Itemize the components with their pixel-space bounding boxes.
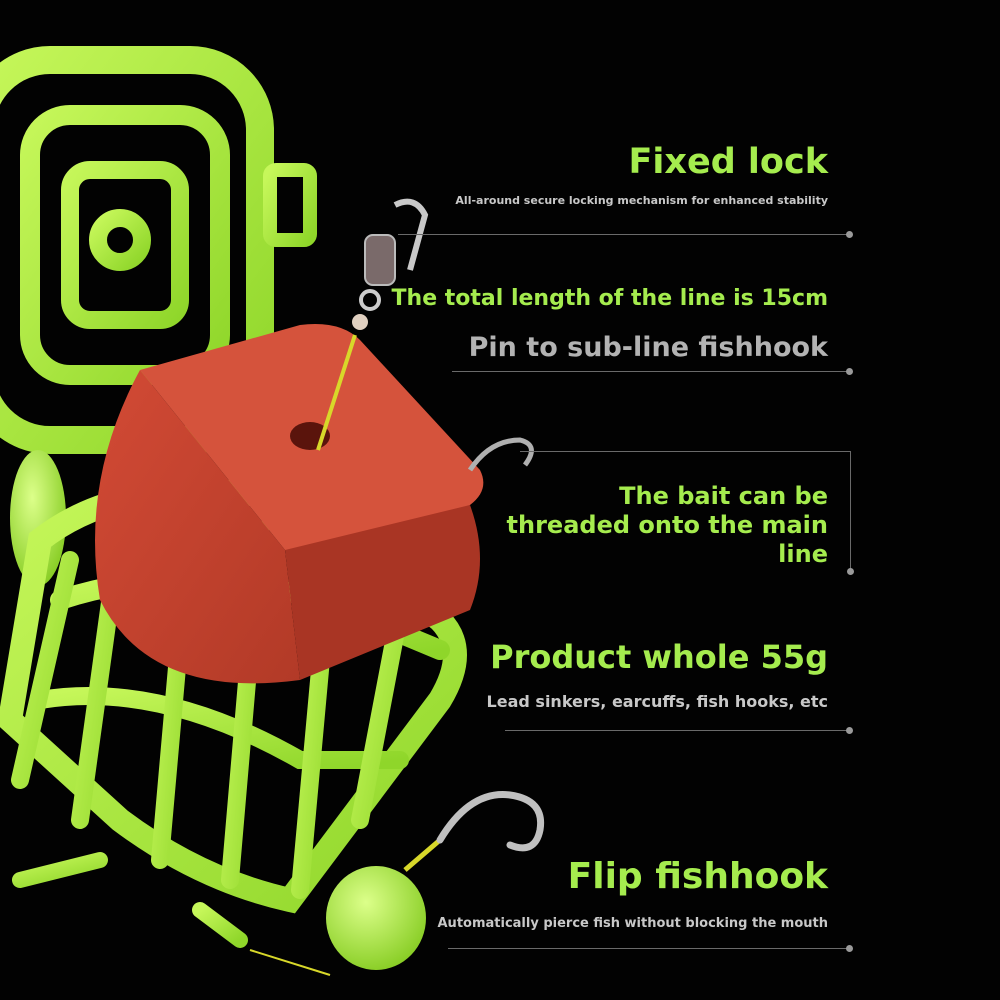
divider-dot — [846, 368, 853, 375]
divider-dot — [846, 727, 853, 734]
float-left — [10, 450, 66, 586]
divider-line — [398, 234, 848, 235]
line-length-subtitle: Pin to sub-line fishhook — [468, 332, 828, 363]
divider-line — [520, 451, 850, 452]
fixed-lock-description: All-around secure locking mechanism for … — [455, 194, 828, 207]
divider-line — [448, 948, 848, 949]
weight-title: Product whole 55g — [490, 638, 828, 676]
bait-cube — [95, 324, 484, 684]
divider-line — [452, 371, 848, 372]
float-hook-assembly — [249, 791, 545, 976]
fishhook-title: Flip fishhook — [567, 856, 828, 897]
line-length-title: The total length of the line is 15cm — [391, 286, 828, 311]
divider-line — [505, 730, 848, 731]
divider-dot — [847, 568, 854, 575]
divider-dot — [846, 231, 853, 238]
divider-dot — [846, 945, 853, 952]
weight-description: Lead sinkers, earcuffs, fish hooks, etc — [486, 692, 828, 711]
fixed-lock-title: Fixed lock — [628, 142, 828, 182]
swivel-snap — [316, 198, 429, 451]
hook-upper-icon — [467, 437, 534, 472]
bait-title: The bait can be threaded onto the main l… — [506, 482, 828, 568]
fishhook-description: Automatically pierce fish without blocki… — [437, 916, 829, 931]
divider-vertical-line — [850, 451, 851, 571]
